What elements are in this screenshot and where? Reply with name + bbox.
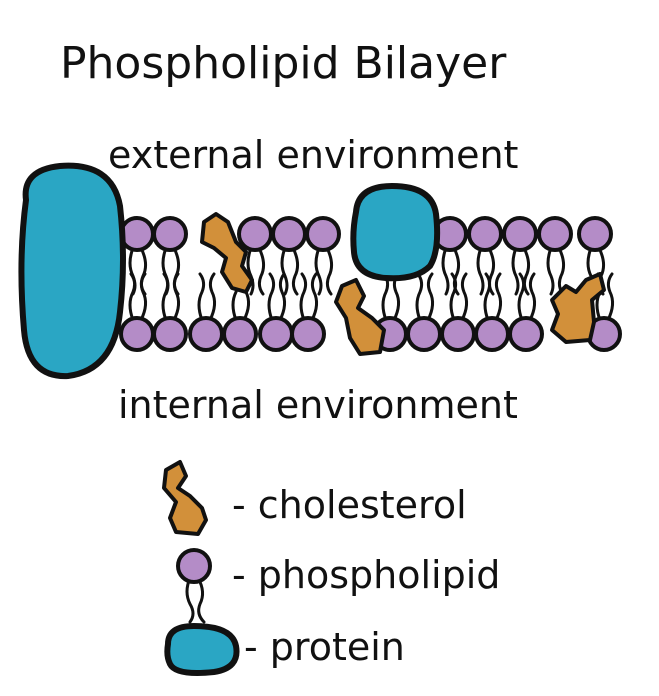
phospholipid-head (237, 216, 273, 252)
phospholipid-tail (546, 246, 555, 296)
phospholipid-tail (606, 272, 615, 322)
phospholipid-tail (325, 246, 334, 296)
phospholipid-head (258, 316, 294, 352)
phospholipid-head (152, 216, 188, 252)
cholesterol-molecule-2 (334, 278, 386, 356)
phospholipid-head (577, 216, 613, 252)
cholesterol-molecule-1 (200, 212, 254, 294)
phospholipid-tail (197, 272, 206, 322)
phospholipid-head (508, 316, 544, 352)
legend: - cholesterol - phospholipid - protein (162, 460, 500, 676)
phospholipid-head (406, 316, 442, 352)
phospholipid-tail (280, 246, 289, 296)
phospholipid-head (119, 216, 155, 252)
legend-phospholipid-label: - phospholipid (232, 553, 500, 597)
phospholipid-tail (494, 272, 503, 322)
bottom-layer-tails (128, 272, 615, 322)
phospholipid-tail (208, 272, 217, 322)
phospholipid-head (119, 316, 155, 352)
phospholipid-head (188, 316, 224, 352)
phospholipid-head (440, 316, 476, 352)
top-layer-heads (119, 216, 613, 252)
phospholipid-head (305, 216, 341, 252)
phospholipid-tail (511, 246, 520, 296)
transmembrane-protein (18, 162, 126, 380)
cholesterol-icon (162, 460, 208, 536)
phospholipid-tail (314, 246, 323, 296)
phospholipid-icon (176, 548, 212, 624)
phospholipid-head (222, 316, 258, 352)
phospholipid-tail (415, 272, 424, 322)
protein-icon (164, 622, 240, 676)
phospholipid-tail (291, 246, 300, 296)
phospholipid-tail (278, 272, 287, 322)
external-environment-label: external environment (108, 133, 518, 177)
phospholipid-tail (517, 272, 526, 322)
diagram-title: Phospholipid Bilayer (60, 38, 507, 89)
peripheral-protein (350, 182, 441, 282)
phospholipid-tail (128, 272, 137, 322)
phospholipid-head (271, 216, 307, 252)
phospholipid-head (467, 216, 503, 252)
legend-cholesterol-label: - cholesterol (232, 483, 467, 527)
phospholipid-head (502, 216, 538, 252)
phospholipid-tail (522, 246, 531, 296)
legend-protein-label: - protein (244, 625, 405, 669)
phospholipid-head (290, 316, 326, 352)
phospholipid-tail (299, 272, 308, 322)
phospholipid-tail (257, 246, 266, 296)
phospholipid-tail (441, 246, 450, 296)
phospholipid-tail (460, 272, 469, 322)
phospholipid-tail (139, 272, 148, 322)
phospholipid-tail (267, 272, 276, 322)
phospholipid-tail (476, 246, 485, 296)
internal-environment-label: internal environment (118, 383, 518, 427)
phospholipid-tail (528, 272, 537, 322)
cholesterol-molecule-3 (550, 272, 606, 344)
phospholipid-tail (449, 272, 458, 322)
phospholipid-tail (310, 272, 319, 322)
phospholipid-head (152, 316, 188, 352)
phospholipid-tail (483, 272, 492, 322)
phospholipid-tail (161, 272, 170, 322)
phospholipid-head (474, 316, 510, 352)
phospholipid-tail (426, 272, 435, 322)
phospholipid-head (537, 216, 573, 252)
phospholipid-tail (172, 272, 181, 322)
